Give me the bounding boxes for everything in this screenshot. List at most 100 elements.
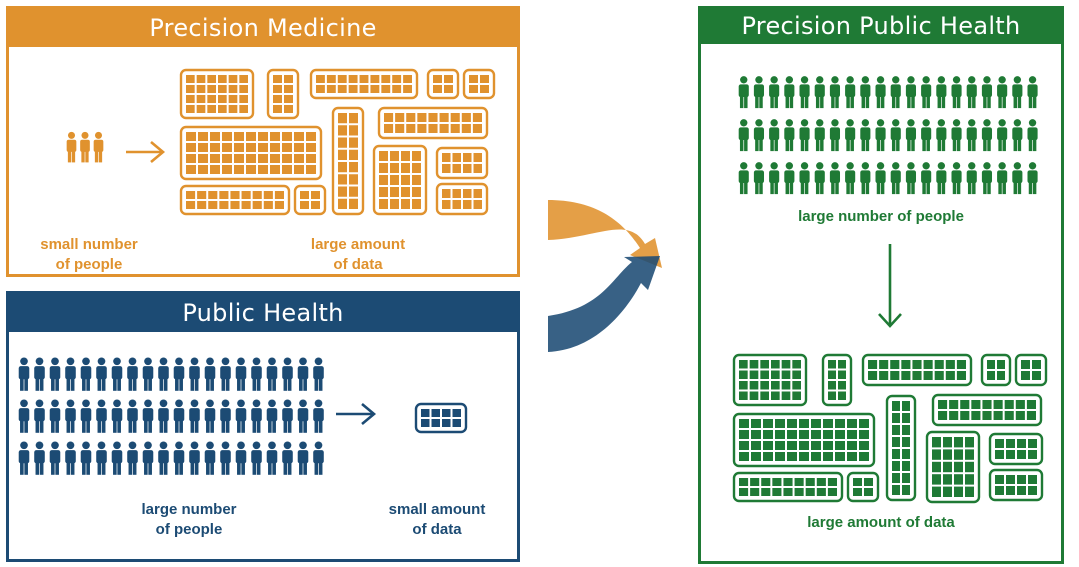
person-icon [829,76,841,109]
person-icon [297,357,309,391]
person-icon [784,76,795,109]
person-icon [1027,162,1038,195]
person-icon [282,357,293,391]
person-icon [49,399,61,433]
person-icon [266,399,278,433]
ph-data-blocks [414,402,468,434]
precision-public-health-title: Precision Public Health [701,9,1061,44]
data-grid-icon [435,182,489,216]
person-icon [266,357,278,391]
person-icon [890,162,901,195]
person-icon [96,357,107,391]
data-grid-icon [861,353,973,387]
data-grid-icon [426,68,460,100]
person-icon [220,357,231,391]
data-grid-icon [266,68,300,120]
data-grid-icon [885,394,917,502]
person-icon [875,76,886,109]
person-icon [93,131,104,163]
person-icon [1027,76,1038,109]
person-icon [921,119,932,152]
person-icon [189,399,200,433]
person-icon [981,119,993,152]
pph-data-caption: large amount of data [807,514,955,531]
data-grid-icon [821,353,853,407]
person-icon [845,76,856,109]
data-grid-icon [846,471,880,503]
person-icon [204,357,216,391]
data-grid-icon [988,432,1044,466]
person-icon [966,76,977,109]
data-grid-icon [435,146,489,180]
person-icon [65,399,76,433]
person-icon [142,441,154,475]
person-icon [220,441,231,475]
data-grid-icon [331,106,365,216]
data-grid-icon [414,402,468,434]
data-grid-icon [309,68,419,100]
person-icon [1012,76,1023,109]
person-icon [34,441,45,475]
person-icon [936,76,947,109]
person-icon [845,162,856,195]
person-icon [799,76,810,109]
person-icon [753,76,765,109]
person-icon [738,119,749,152]
person-icon [158,441,169,475]
ph-people-group [18,357,324,475]
person-icon [769,119,780,152]
person-icon [799,119,810,152]
person-icon [142,399,154,433]
person-icon [951,162,962,195]
pph-data-blocks [732,353,1048,504]
person-icon [951,119,962,152]
data-grid-icon [980,353,1012,387]
person-icon [860,119,871,152]
person-icon [96,441,107,475]
pph-people-group [738,76,1038,195]
person-icon [814,76,825,109]
person-icon [173,441,185,475]
person-icon [220,399,231,433]
person-icon [251,357,262,391]
person-icon [814,162,825,195]
person-icon [738,162,749,195]
person-icon [158,399,169,433]
person-icon [235,357,247,391]
person-icon [936,162,947,195]
person-icon [189,441,200,475]
person-icon [34,357,45,391]
person-icon [860,76,871,109]
person-icon [738,76,749,109]
person-icon [845,119,856,152]
person-icon [829,119,841,152]
person-icon [981,76,993,109]
precision-medicine-panel: Precision Medicine small number of peopl… [6,6,520,277]
pm-data-blocks [179,68,496,216]
pm-people-group [66,131,104,163]
person-icon [860,162,871,195]
data-grid-icon [293,184,327,216]
person-icon [890,76,901,109]
data-grid-icon [732,412,876,468]
person-icon [784,119,795,152]
data-grid-icon [988,468,1044,502]
person-icon [111,399,123,433]
arrow-right-icon [336,403,377,425]
pph-people-caption: large number of people [798,208,964,225]
person-icon [173,357,185,391]
person-icon [829,162,841,195]
person-icon [753,119,765,152]
person-icon [1012,162,1023,195]
person-icon [18,441,30,475]
person-icon [80,441,92,475]
person-icon [235,441,247,475]
data-grid-icon [462,68,496,100]
person-icon [966,162,977,195]
pm-people-caption: small number of people [40,236,138,273]
person-icon [875,162,886,195]
person-icon [173,399,185,433]
person-icon [204,399,216,433]
person-icon [111,441,123,475]
person-icon [997,162,1008,195]
